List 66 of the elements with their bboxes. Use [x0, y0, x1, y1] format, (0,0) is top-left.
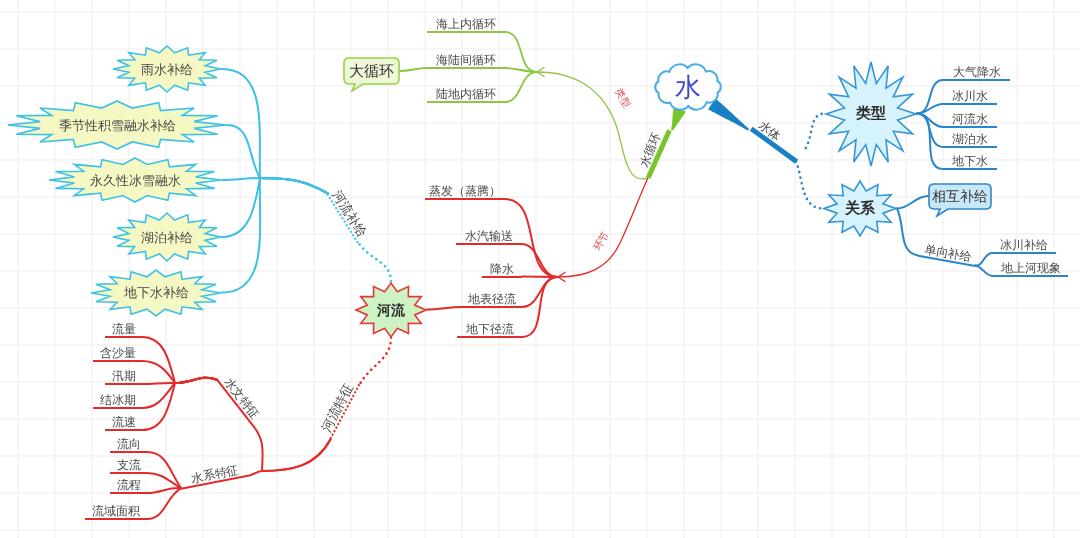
starburst-node: 湖泊补给: [112, 212, 222, 262]
branch-topic: 陆地内循环: [427, 86, 505, 103]
callout-box: 大循环: [343, 57, 400, 92]
starburst-node: 雨水补给: [112, 45, 222, 93]
arrow: [536, 67, 649, 180]
edge-label: 类型: [612, 86, 634, 110]
branch-topic: 湖泊水: [943, 131, 997, 148]
branch-topic: 水循环: [632, 123, 672, 179]
starburst-node: 地下水补给: [90, 268, 222, 317]
branch-line: [504, 71, 538, 103]
branch-topic: 水体: [749, 115, 806, 164]
branch-line: [974, 252, 993, 267]
starburst-node: 类型: [825, 60, 917, 167]
branch-topic: 冰川水: [943, 88, 997, 105]
branch-line: [146, 451, 183, 490]
branch-topic: 地下水: [943, 153, 997, 170]
branch-topic: 蒸发（蒸腾）: [425, 183, 505, 200]
branch-line: [896, 207, 920, 257]
branch-topic: 流程: [110, 477, 147, 494]
branch-topic: 单向补给: [917, 239, 979, 267]
branch-line: [250, 438, 332, 476]
branch-topic: 冰川补给: [992, 237, 1056, 254]
branch-topic: 河流特征: [312, 374, 361, 440]
branch-line: [146, 487, 183, 520]
branch-line: [146, 472, 183, 490]
branch-topic: 流速: [105, 414, 142, 431]
branch-topic: 河流水: [943, 111, 997, 128]
starburst-node: 季节性积雪融水补给: [7, 100, 227, 150]
branch-topic: 水汽输送: [456, 228, 521, 245]
branch-topic: 地上河现象: [993, 259, 1068, 277]
branch-line: [221, 177, 329, 294]
branch-line: [141, 376, 218, 431]
dotted-line: [358, 336, 393, 386]
tapered-branch: [671, 107, 686, 131]
branch-topic: 汛期: [105, 368, 142, 385]
arrow: [557, 177, 649, 282]
branch-topic: 水系特征: [178, 458, 252, 490]
branch-topic: 海陆间循环: [427, 52, 505, 69]
starburst-node: 永久性冰雪融水: [48, 157, 222, 203]
branch-topic: 流向: [110, 436, 147, 453]
branch-line: [896, 195, 929, 210]
branch-topic: 降水: [482, 260, 522, 278]
branch-line: [916, 112, 944, 170]
dotted-line: [357, 241, 393, 283]
branch-topic: 地下径流: [457, 321, 522, 338]
callout-box: 相互补给: [928, 182, 992, 217]
branch-topic: 结冰期: [93, 392, 142, 409]
branch-line: [916, 103, 944, 115]
branch-topic: 地表径流: [462, 291, 522, 308]
branch-line: [426, 306, 463, 311]
branch-line: [399, 67, 428, 72]
branch-topic: 海上内循环: [427, 16, 505, 33]
branch-topic: 含沙量: [93, 345, 142, 362]
branch-topic: 流量: [105, 321, 142, 338]
edge-label: 环节: [591, 228, 611, 254]
branch-topic: 支流: [110, 457, 147, 474]
tapered-branch: [708, 98, 749, 131]
branch-line: [521, 276, 559, 338]
starburst-node: 河流: [355, 281, 427, 338]
branch-topic: 大气降水: [943, 64, 1010, 81]
starburst-node: 关系: [823, 180, 897, 237]
branch-topic: 河流补给: [326, 182, 376, 244]
branch-topic: 流域面积: [85, 503, 147, 520]
branch-line: [974, 264, 994, 277]
branch-line: [146, 487, 183, 494]
branch-topic: 水文特征: [216, 370, 266, 428]
